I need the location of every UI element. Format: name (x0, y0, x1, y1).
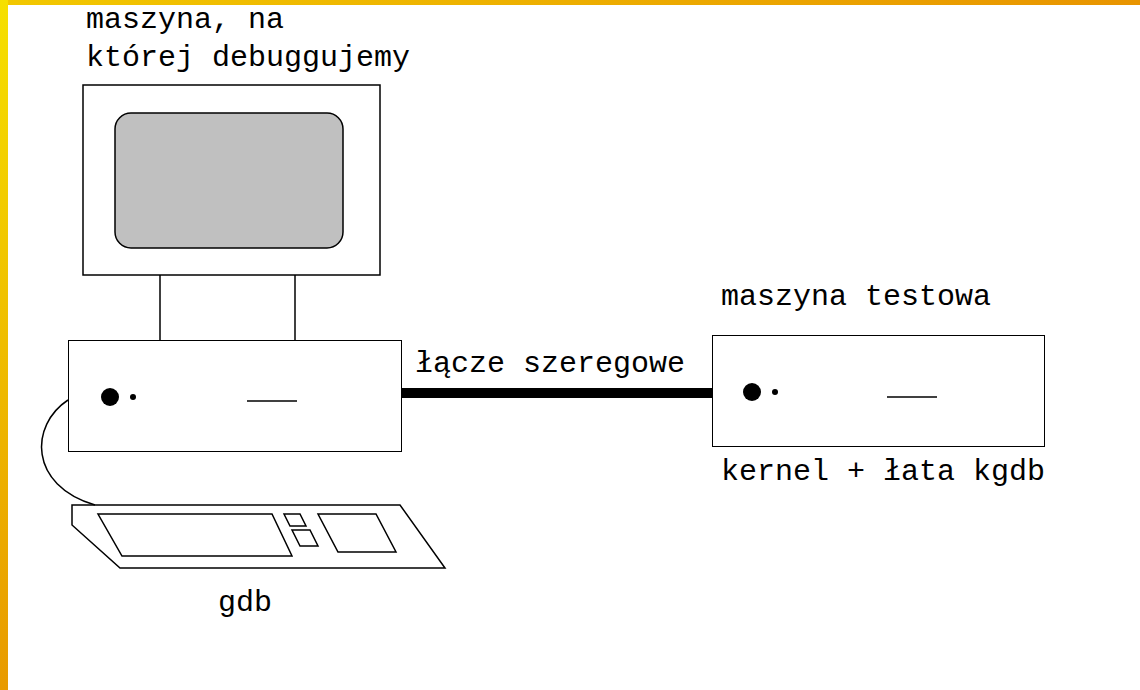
host-computer: maszyna, na której debuggujemy (68, 340, 402, 452)
left-bar (0, 0, 8, 690)
connector-label: łącze szeregowe (415, 345, 685, 383)
monitor-screen (115, 113, 343, 248)
keyboard-keys (292, 530, 318, 546)
drive-slot (887, 396, 937, 398)
serial-cable (402, 388, 712, 398)
power-led (101, 388, 119, 406)
machine-heading: maszyna testowa (721, 278, 991, 316)
machine-heading: maszyna, na której debuggujemy (86, 1, 410, 77)
monitor (83, 85, 380, 275)
program-label: gdb (218, 584, 272, 622)
monitor-neck (294, 275, 296, 340)
keyboard-keys (98, 514, 292, 556)
machine-note: kernel + łata kgdb (721, 453, 1045, 491)
keyboard-keys (284, 514, 306, 526)
power-led (130, 394, 136, 400)
power-led (743, 383, 761, 401)
keyboard (72, 505, 445, 568)
power-led (772, 389, 778, 395)
keyboard-keys (318, 514, 396, 552)
drive-slot (247, 400, 297, 402)
monitor-neck (159, 275, 161, 340)
test-computer: maszyna testowakernel + łata kgdb (712, 335, 1045, 447)
